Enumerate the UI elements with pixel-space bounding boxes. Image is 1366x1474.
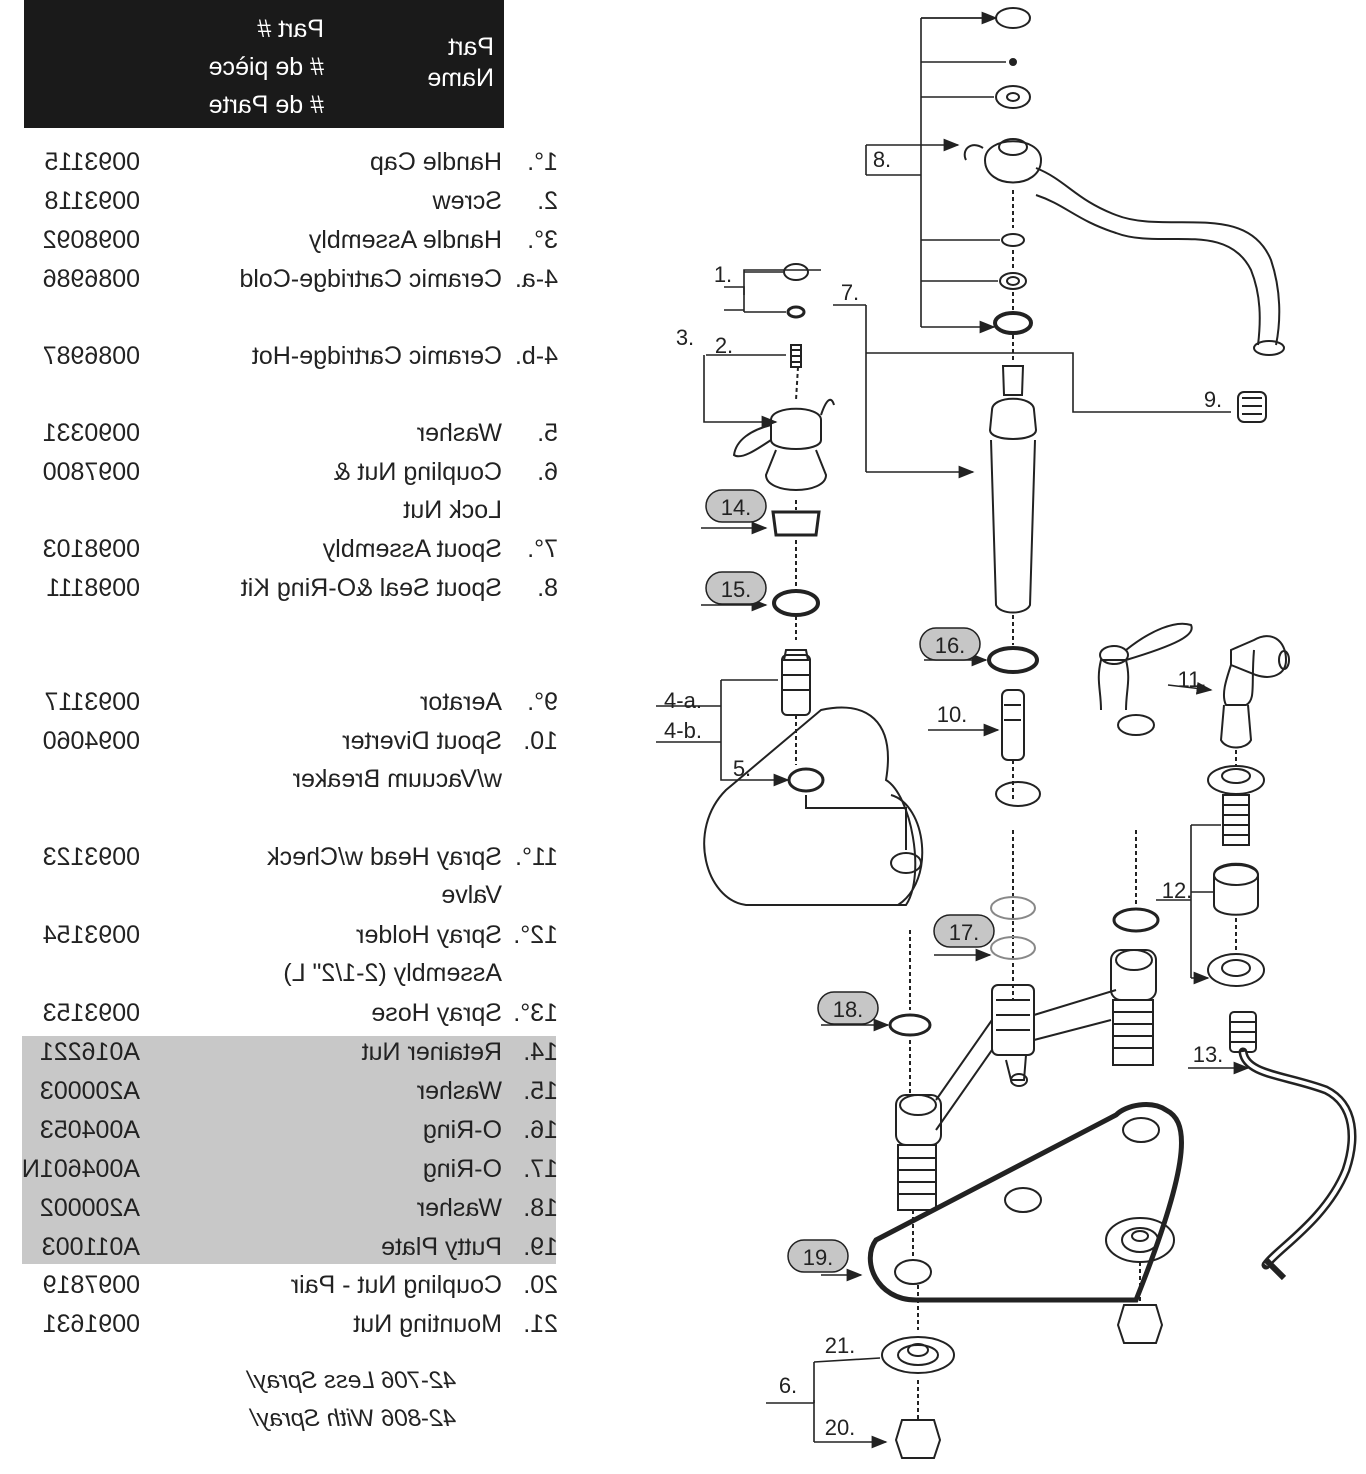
o-ring-17b <box>990 936 1036 960</box>
o-ring-17a <box>990 896 1036 920</box>
spray-head-nozzle <box>1230 635 1288 678</box>
mounting-hardware <box>881 1217 1175 1459</box>
spout-ring-a <box>1001 233 1025 247</box>
spout-hub <box>983 140 1043 184</box>
callout-21: 21. <box>825 1333 856 1358</box>
callout-15: 15. <box>721 577 752 602</box>
valve-bridge-right <box>1033 989 1117 1041</box>
callout-2: 2. <box>715 333 733 358</box>
spout-nut <box>995 85 1031 109</box>
washer-right <box>1112 907 1160 933</box>
coupling-nut-20 <box>894 1419 942 1459</box>
o-ring-16 <box>987 646 1039 674</box>
callout-10: 10. <box>937 702 968 727</box>
callout-1: 1. <box>714 262 732 287</box>
handle-lever <box>732 424 772 458</box>
retainer-nut-14 <box>771 510 821 537</box>
callout-8: 8. <box>873 147 891 172</box>
spout-ring-b <box>999 272 1027 290</box>
leader-lines <box>656 11 1250 1442</box>
spout-body <box>990 439 1036 614</box>
spout-assembly <box>963 7 1285 674</box>
valve-bridge-left <box>935 1019 993 1131</box>
spray-head-body <box>1219 704 1253 749</box>
callout-17: 17. <box>949 920 980 945</box>
deck-hole-right <box>890 852 922 874</box>
spout-collar <box>988 397 1038 440</box>
callout-3: 3. <box>676 325 694 350</box>
spout-stem <box>1001 365 1025 396</box>
callout-5: 5. <box>733 756 751 781</box>
callout-4b: 4-b. <box>664 718 702 743</box>
deck-riser <box>1097 659 1130 711</box>
handle-assembly <box>732 263 907 850</box>
spray-assembly <box>1207 635 1357 1281</box>
badges <box>705 489 995 1273</box>
callout-20: 20. <box>825 1415 856 1440</box>
callout-16: 16. <box>935 633 966 658</box>
deck-hole-center <box>995 781 1041 807</box>
spout-screw <box>1009 58 1017 66</box>
spray-holder-thread <box>1222 794 1250 846</box>
hot-handle-lever <box>1125 622 1193 661</box>
mounting-nut-21 <box>881 1336 955 1374</box>
callout-18: 18. <box>833 997 864 1022</box>
callout-9: 9. <box>1204 387 1222 412</box>
washer-15 <box>772 589 820 617</box>
callout-7: 7. <box>841 280 859 305</box>
callout-6: 6. <box>779 1373 797 1398</box>
faucet-base <box>703 622 1193 1211</box>
spray-holder-sleeve <box>1213 862 1259 916</box>
callout-19: 19. <box>803 1245 834 1270</box>
washer-18 <box>888 1013 932 1037</box>
callout-13: 13. <box>1193 1042 1224 1067</box>
handle-cap <box>783 263 809 281</box>
deck-plate <box>703 706 917 906</box>
aerator <box>1237 391 1267 423</box>
handle-screw-washer <box>786 305 806 319</box>
handle-skirt <box>764 449 828 491</box>
callout-11: 11. <box>1178 667 1207 692</box>
callout-14: 14. <box>721 495 752 520</box>
spout-arm-top <box>1035 167 1281 346</box>
callout-4a: 4-a. <box>664 688 702 713</box>
coupling-nut-right <box>1116 1304 1164 1344</box>
putty-plate <box>867 1102 1184 1330</box>
callout-12: 12. <box>1162 878 1193 903</box>
